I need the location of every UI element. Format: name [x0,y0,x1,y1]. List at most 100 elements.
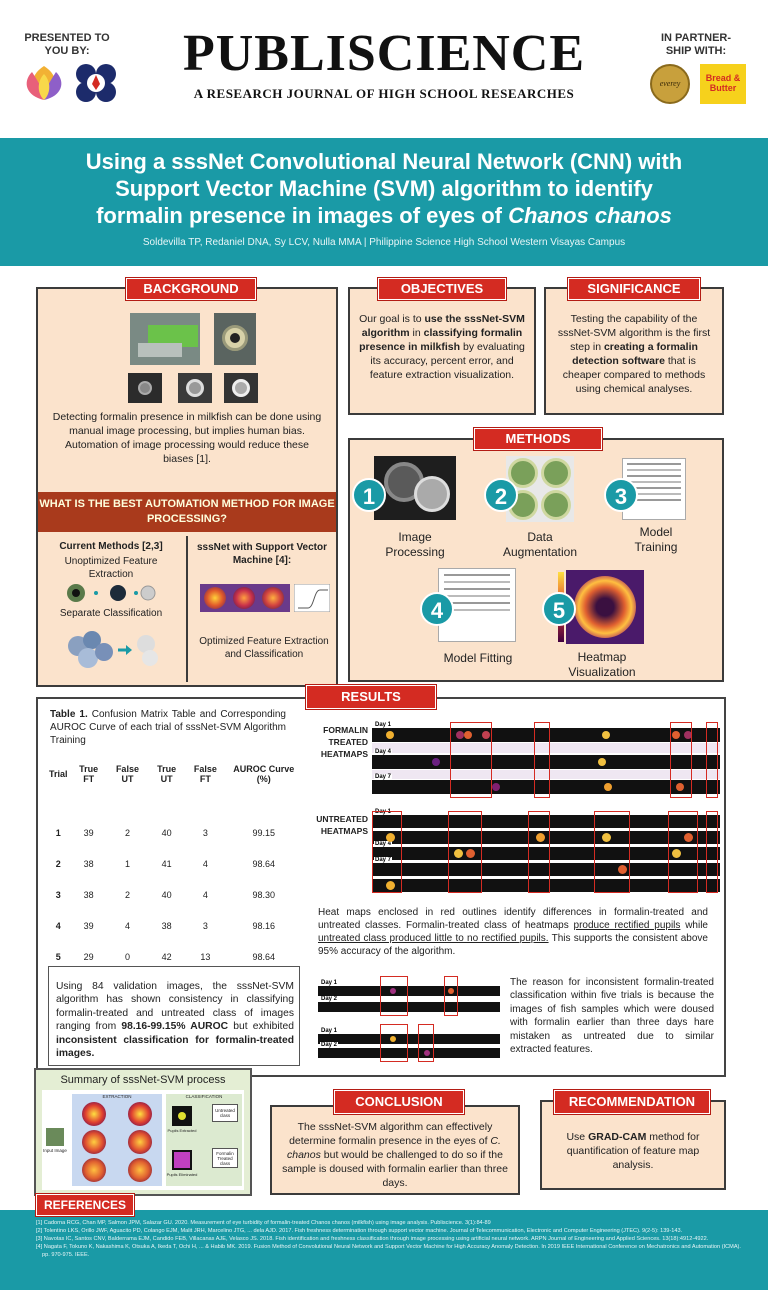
significance-t2: that is cheaper compared to methods usin… [562,355,706,395]
step-3-label: Model Training [634,525,678,554]
step-4-badge: 4 [420,592,454,626]
authors-line: Soldevilla TP, Redaniel DNA, Sy LCV, Nul… [142,237,626,248]
poster-title-line-3: formalin presence in images of eyes of C… [20,202,748,229]
references-band [0,1210,768,1290]
eye-gray-2 [178,373,212,403]
table-cell: 2 [124,889,130,900]
day-label: Day 7 [374,774,393,780]
objectives-t1: Our goal is to [359,313,425,325]
pupils-extracted-label: Pupils Extracted [167,1128,197,1133]
day-label: Day 1 [320,980,339,986]
recommendation-t2: method for quantification of feature map… [566,1131,700,1171]
table-cell: 1 [124,858,130,869]
partner-2-name: Bread & Butter [705,73,741,93]
heatmap-strip [372,755,720,769]
heatmap-strip [372,780,720,794]
table-cell: 4 [124,920,130,931]
poster-title-line-2: Support Vector Machine (SVM) algorithm t… [115,176,653,201]
data-augmentation-thumb [506,456,574,522]
title-band: Using a sssNet Convolutional Neural Netw… [0,138,768,266]
day-label: Day 7 [374,857,393,863]
heatmap-caption-1: Heat maps enclosed in red outlines ident… [318,907,708,931]
current-methods-line-1: Unoptimized Feature Extraction [64,556,158,580]
table-cell: 98.64 [252,858,276,869]
heatmap-caption-u2: untreated class produced little to no re… [318,933,549,944]
step-2-badge: 2 [484,478,518,512]
untreated-class-box: Untreated class [212,1104,238,1122]
partner-1-name: everey [659,79,681,88]
column-header: False UT [115,764,139,784]
table-cell: 1 [55,827,61,838]
significance-b1: creating a formalin detection software [572,341,698,367]
methods-tag: METHODS [474,428,602,450]
table-cell: 4 [202,858,208,869]
pupils-eliminated-label: Pupils Eliminated [166,1172,198,1177]
table-cell: 38 [83,858,94,869]
heatmap-strip [318,1034,500,1044]
summary-box [48,966,300,1066]
partnership-label: IN PARTNER- SHIP WITH: [660,32,732,57]
poster-title-line-3a: formalin presence in images of eyes of [96,203,509,228]
formalin-heatmap-grid: Day 1 Day 4 Day 7 [372,722,720,798]
conclusion-tag: CONCLUSION [334,1090,464,1114]
table-cell: 41 [161,858,172,869]
presented-by-label: PRESENTED TO YOU BY: [24,32,110,57]
question-banner: WHAT IS THE BEST AUTOMATION METHOD FOR I… [38,492,336,532]
image-processing-thumb [374,456,456,520]
column-header: Trial [49,769,68,779]
heatmap-caption: Heat maps enclosed in red outlines ident… [318,906,708,958]
heatmap-strip [318,986,500,996]
heatmap-strip [372,863,720,876]
day-label: Day 1 [374,722,393,728]
table-cell: 3 [202,920,208,931]
input-image-label: Input Image [43,1148,67,1153]
eye-closeup-photo [214,313,256,365]
recommendation-text: Use GRAD-CAM method for quantification o… [556,1130,710,1172]
recommendation-b1: GRAD-CAM [588,1131,647,1143]
table-cell: 39 [83,920,94,931]
reference-item: [1] Cadorna RCG, Chan MP, Salmon JPM, Sa… [36,1220,491,1226]
treated-class-box: Formalin Treated class [212,1148,238,1168]
significance-t1: Testing the capability of the sssNet-SVM… [557,313,711,353]
step-1-badge: 1 [352,478,386,512]
background-tag: BACKGROUND [126,278,256,300]
heatmap-strip [318,1002,500,1012]
objectives-panel [348,287,536,415]
table-caption-label: Table 1. [50,709,88,720]
table-cell: 38 [83,889,94,900]
eye-gray-3 [224,373,258,403]
svm-curve-icon [294,584,330,612]
untreated-heatmaps-label: UNTREATED HEATMAPS [316,814,368,836]
heatmap-caption-u1: produce rectified pupils [573,920,681,931]
summary-text: Using 84 validation images, the sssNet-S… [56,980,294,1060]
conclusion-t2: but would be challenged to do so if the … [282,1149,508,1189]
masthead-title: PUBLISCIENCE [182,25,586,82]
day-label: Day 2 [320,1042,339,1048]
background-divider [186,536,188,682]
column-header: False FT [193,764,217,784]
formalin-heatmaps-label: FORMALIN TREATED HEATMAPS [320,725,368,759]
heatmap-strip [372,815,720,828]
table-cell: 29 [83,951,94,962]
step-4-label: Model Fitting [443,651,513,665]
heatmap-strip [318,1048,500,1058]
table-cell: 42 [161,951,172,962]
table-cell: 5 [55,951,61,962]
species-name: Chanos chanos [508,203,672,228]
eye-gray-1 [128,373,162,403]
process-summary-title: Summary of sssNet-SVM process [60,1074,226,1086]
references-tag: REFERENCES [36,1194,134,1216]
heatmap-thumb [566,570,644,644]
recommendation-tag: RECOMMENDATION [554,1090,710,1114]
summary-b1: 98.16-99.15% AUROC [121,1021,229,1033]
sssnet-line: Optimized Feature Extraction and Classif… [199,636,329,660]
table-cell: 3 [55,889,61,900]
column-header: True UT [157,764,177,784]
step-3-badge: 3 [604,478,638,512]
current-methods-line-2: Separate Classification [59,608,163,619]
reference-item: [3] Navotas IC, Santos CNV, Balderrama E… [36,1236,709,1242]
heatmap-caption-3: This supports the consistent above 95% a… [318,933,708,957]
